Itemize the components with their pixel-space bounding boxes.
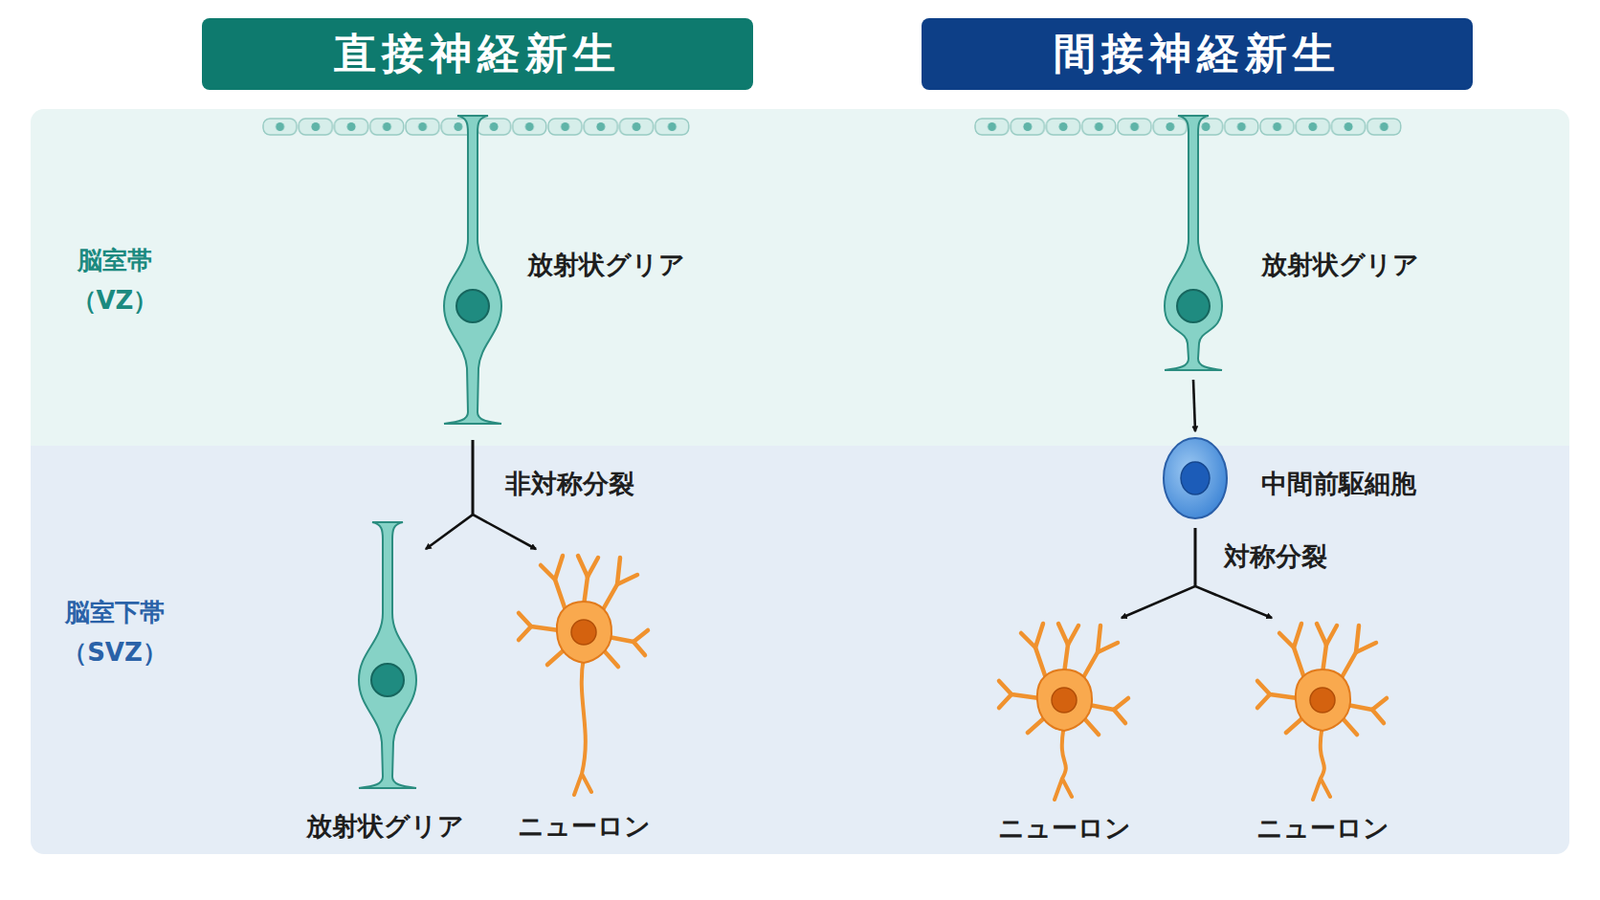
dendrite-stroke — [999, 681, 1040, 699]
dendrite-stroke — [1347, 698, 1387, 711]
section-header: 間接神経新生 — [921, 18, 1473, 90]
vz-ground — [30, 109, 1570, 446]
neuron-soma — [556, 601, 612, 664]
dendrite-stroke — [1279, 633, 1306, 682]
dendrite-stroke — [547, 649, 565, 666]
neuron: ニューロン — [1253, 627, 1392, 800]
arrow-connector — [425, 440, 473, 550]
dendrite-stroke — [1083, 717, 1099, 735]
dendrite-stroke — [1316, 623, 1327, 645]
dendrite-stroke — [999, 694, 1012, 709]
cell-nucleus — [1177, 289, 1210, 323]
cell-label: 中間前駆細胞 — [1261, 466, 1417, 502]
dendrite-stroke — [1257, 694, 1270, 709]
dendrite-stroke — [1035, 623, 1044, 648]
axon — [1312, 725, 1331, 800]
zone-band: 脳室下帯 （SVZ）放射状グリアニューロン中間前駆細胞ニューロンニューロン — [30, 445, 1570, 855]
dendrites — [1257, 623, 1387, 735]
cell-nucleus — [456, 289, 489, 323]
dendrite-stroke — [555, 555, 563, 580]
cell-nucleus — [371, 664, 404, 697]
neuron: ニューロン — [995, 627, 1134, 800]
neuron-soma — [1295, 669, 1351, 732]
axon — [1054, 725, 1072, 800]
cell-illustration — [1253, 627, 1392, 800]
dendrite-stroke — [540, 565, 567, 614]
radial-glia-cell — [444, 115, 502, 424]
cell-illustration — [514, 550, 653, 796]
dendrite-stroke — [1113, 710, 1126, 724]
cell-label: 放射状グリア — [527, 247, 686, 283]
cell-illustration — [442, 113, 504, 426]
dendrite-stroke — [608, 630, 648, 643]
cell-label: ニューロン — [1256, 811, 1390, 846]
division-label: 対称分裂 — [1223, 539, 1328, 575]
cell-illustration — [1162, 437, 1228, 520]
arrow-connector — [1193, 379, 1196, 432]
zone-band: 脳室帯 （VZ）放射状グリア放射状グリア — [30, 109, 1570, 446]
radial-glia: 放射状グリア — [356, 520, 419, 791]
cell-nucleus — [571, 620, 597, 645]
dendrite-stroke — [1372, 710, 1384, 724]
header-text: 間接神経新生 — [1053, 25, 1341, 83]
section-header: 直接神経新生 — [201, 18, 754, 90]
dendrite-stroke — [1027, 717, 1045, 734]
dendrite-stroke — [633, 642, 645, 656]
dendrite-stroke — [518, 613, 559, 631]
zone-panel — [30, 109, 1570, 855]
dendrite-stroke — [617, 557, 621, 585]
cell-illustration — [356, 520, 419, 791]
cell-nucleus — [1180, 462, 1210, 495]
division-label: 非対称分裂 — [505, 466, 635, 502]
dendrite-stroke — [1257, 681, 1298, 699]
progenitor-cell — [1163, 438, 1227, 519]
radial-glia-cell — [1164, 115, 1223, 371]
cell-label: ニューロン — [998, 811, 1132, 846]
axon — [574, 657, 592, 796]
cell-label: ニューロン — [517, 809, 651, 845]
zone-label: 脳室下帯 （SVZ） — [47, 593, 182, 673]
dendrite-stroke — [1058, 623, 1068, 645]
dendrite-stroke — [1326, 625, 1337, 645]
dendrite-stroke — [1286, 717, 1304, 734]
cell-label: 放射状グリア — [1261, 247, 1420, 283]
dendrite-stroke — [587, 557, 599, 578]
dendrites — [518, 555, 648, 667]
cell-illustration — [1162, 113, 1224, 373]
radial-glia: 放射状グリア — [442, 113, 504, 426]
dendrite-stroke — [1067, 625, 1079, 645]
arrow-connector — [1121, 528, 1196, 619]
neuron: ニューロン — [514, 550, 653, 796]
radial-glia: 放射状グリア — [1162, 113, 1224, 373]
cell-nucleus — [1051, 688, 1077, 713]
dendrite-stroke — [1021, 633, 1047, 682]
dendrite-stroke — [1341, 717, 1357, 735]
neuron-soma — [1037, 669, 1092, 732]
dendrite-stroke — [602, 649, 619, 667]
dendrite-stroke — [518, 626, 532, 641]
zone-label: 脳室帯 （VZ） — [47, 241, 182, 321]
dendrite-stroke — [1088, 698, 1129, 711]
header-text: 直接神経新生 — [333, 25, 622, 83]
dendrite-stroke — [577, 555, 588, 578]
dendrite-stroke — [1097, 625, 1101, 653]
dendrites — [999, 623, 1129, 735]
cell-nucleus — [1310, 688, 1335, 713]
svz-ground — [30, 445, 1570, 855]
dendrite-stroke — [1293, 623, 1302, 648]
cell-label: 放射状グリア — [306, 809, 465, 845]
cell-illustration — [995, 627, 1134, 800]
dendrite-stroke — [1355, 625, 1359, 653]
intermediate-progenitor: 中間前駆細胞 — [1162, 437, 1228, 520]
radial-glia-cell — [358, 522, 417, 789]
